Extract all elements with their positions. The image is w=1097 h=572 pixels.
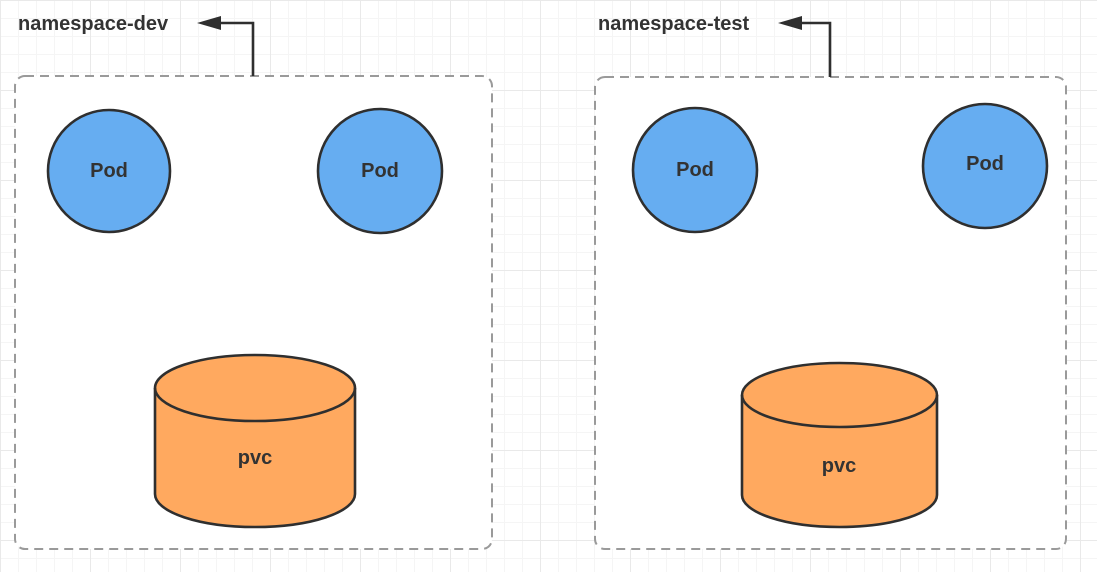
- namespace-dev-arrow-connector: [197, 16, 255, 76]
- pvc-label: pvc: [822, 455, 856, 477]
- pod-label: Pod: [966, 153, 1004, 175]
- elbow-line: [800, 21, 832, 77]
- pod-node: [921, 102, 1049, 230]
- pvc-node: pvc: [153, 353, 357, 529]
- pod-label: Pod: [361, 160, 399, 182]
- pod-label: Pod: [676, 159, 714, 181]
- arrowhead-left-icon: [197, 16, 221, 30]
- pod-node: [316, 107, 444, 235]
- elbow-line: [219, 21, 255, 76]
- pvc-cylinder-body: [740, 361, 939, 529]
- pvc-node: pvc: [740, 361, 939, 529]
- pod-node: [46, 108, 172, 234]
- namespace-test-label: namespace-test: [598, 13, 750, 35]
- pvc-cylinder-lid: [153, 387, 357, 423]
- pvc-label: pvc: [238, 447, 272, 469]
- namespace-test-arrow-connector: [778, 16, 832, 77]
- pod-node: [631, 106, 759, 234]
- pvc-cylinder-lid: [740, 394, 939, 429]
- namespace-dev-label: namespace-dev: [18, 13, 169, 35]
- pod-label: Pod: [90, 160, 128, 182]
- arrowhead-left-icon: [778, 16, 802, 30]
- pvc-cylinder-body: [153, 353, 357, 529]
